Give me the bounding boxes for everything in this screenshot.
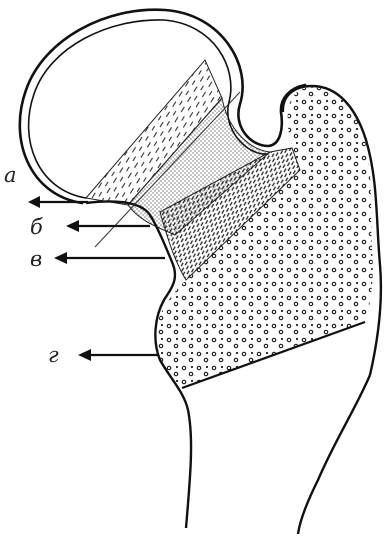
label-v: в xyxy=(30,247,42,271)
label-g: г xyxy=(48,343,59,367)
arrow-g-head xyxy=(78,349,91,361)
arrow-v-head xyxy=(54,252,67,264)
label-g-group: г xyxy=(48,343,158,367)
shaft-lateral-outline xyxy=(298,375,370,534)
label-v-group: в xyxy=(30,247,165,271)
arrow-a-head xyxy=(28,196,40,208)
label-a: а xyxy=(4,163,17,187)
label-b-group: б xyxy=(30,215,150,239)
label-b: б xyxy=(30,215,43,239)
arrow-b-head xyxy=(66,220,79,232)
